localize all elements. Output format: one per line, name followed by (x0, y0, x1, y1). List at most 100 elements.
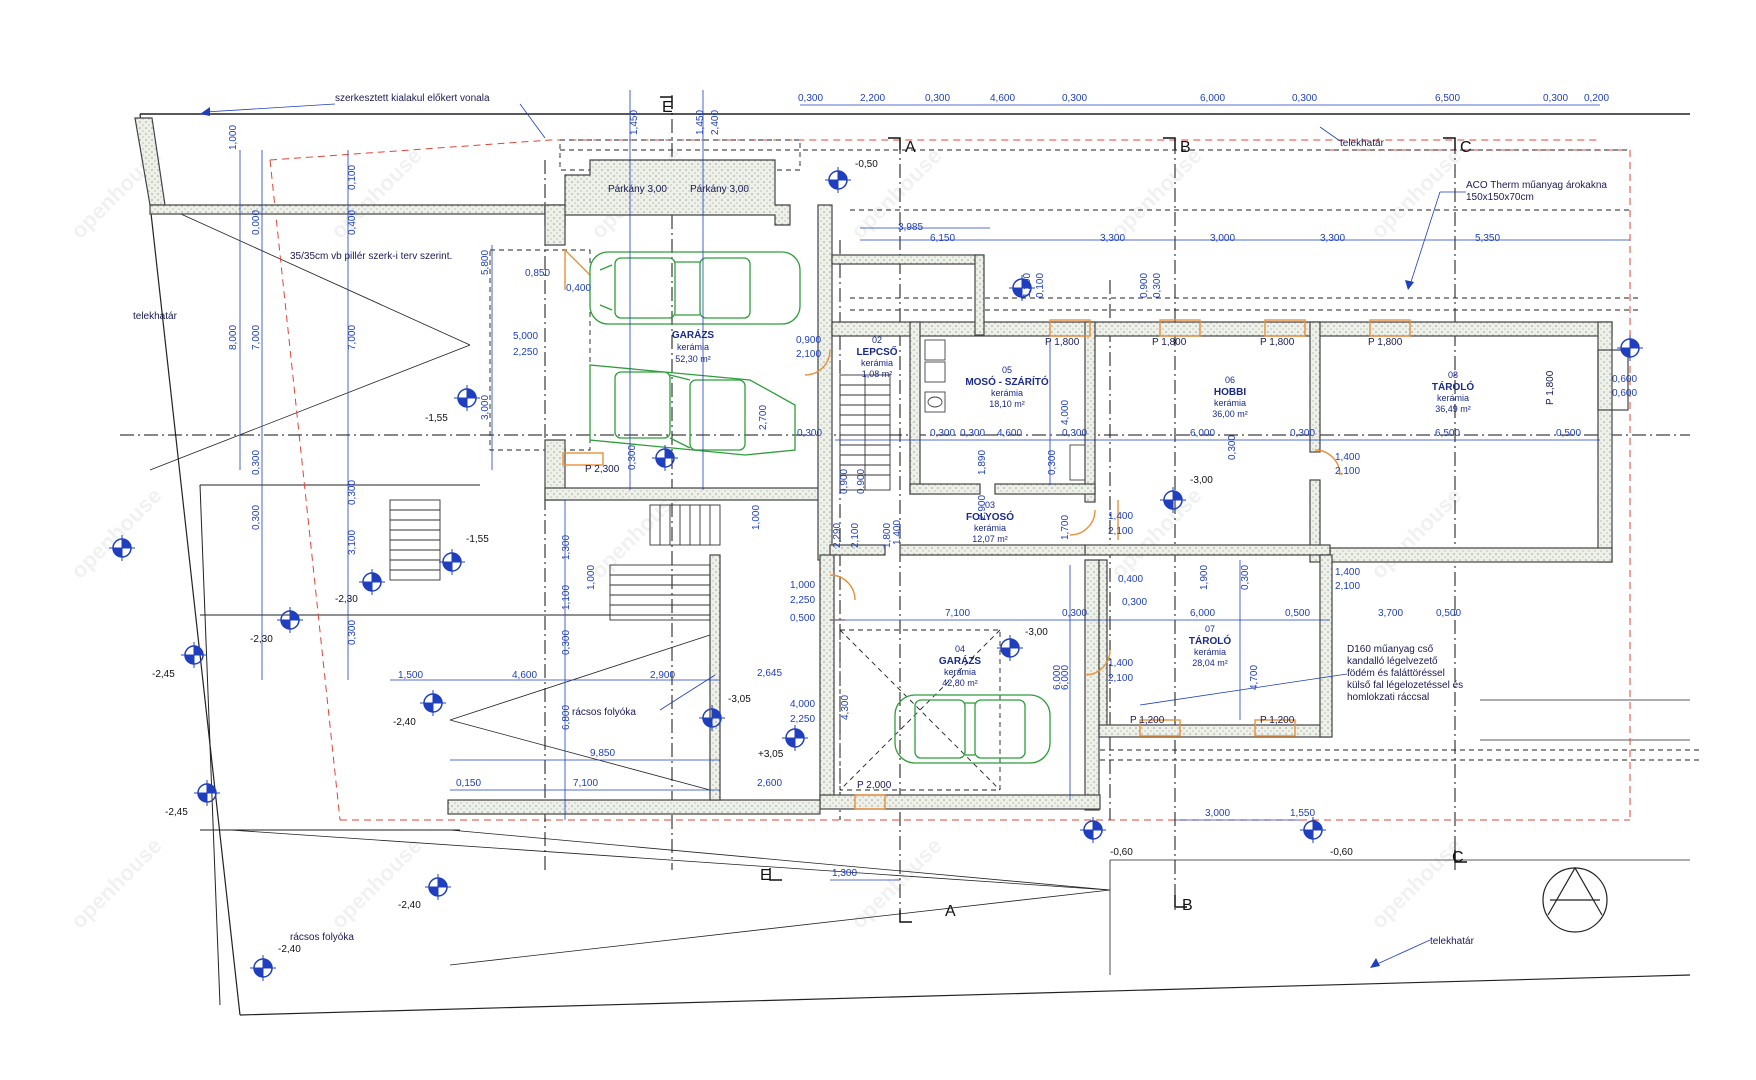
room-floor: kerámia (1214, 398, 1246, 408)
dimension-value: 5,350 (1475, 233, 1500, 244)
wall-07-left (1098, 559, 1108, 731)
boundary-label-bottom: telekhatár (1430, 936, 1475, 947)
dimension-value: 6,800 (561, 705, 572, 730)
dimension-value: 4,600 (990, 93, 1015, 104)
dimension-value: 0,300 (1122, 597, 1147, 608)
level-marker-icon (1079, 816, 1107, 844)
dimension-value: 2,290 (832, 523, 843, 548)
level-value: -0,60 (1330, 847, 1353, 858)
notes: szerkesztett kialakul előkert vonala 35/… (133, 93, 1607, 968)
wall-corridor-top-a (909, 483, 981, 495)
dimension-value: 0,300 (251, 450, 262, 475)
dimension-value: 0,300 (925, 93, 950, 104)
room-number: 06 (1225, 375, 1235, 385)
site-lines (139, 113, 1691, 1016)
dims-misc: 0,850 0,400 5,000 2,250 3,000 0,900 2,10… (398, 110, 1637, 879)
axis-labels: A B C E A B C E (660, 96, 1472, 923)
watermark: openhouse (1366, 833, 1467, 934)
watermark: openhouse (66, 833, 167, 934)
dimension-value: 1,300 (561, 535, 572, 560)
dimension-value: 4,600 (997, 428, 1022, 439)
room-area: 28,04 m² (1192, 658, 1228, 668)
dims-top-row: 0,300 2,200 0,300 4,600 0,300 6,000 0,30… (798, 93, 1609, 104)
axis-label-c-bottom: C (1452, 849, 1464, 866)
dimension-value: 0,100 (1035, 273, 1046, 298)
room-area: 12,07 m² (972, 534, 1008, 544)
room-name: FOLYOSÓ (966, 510, 1014, 523)
openings (562, 249, 1411, 810)
dimension-value: 3,000 (1205, 808, 1230, 819)
dimension-value: 1,000 (790, 580, 815, 591)
dimension-value: 7,100 (945, 608, 970, 619)
level-marker-icon (453, 384, 481, 412)
main-wall-right (1597, 321, 1613, 563)
dimension-value: 0,300 (798, 93, 823, 104)
dimension-value: 0,000 (251, 210, 262, 235)
dimension-value: 0,300 (627, 445, 638, 470)
pillar-label: P 1,800 (1152, 337, 1187, 348)
dimension-value: 5,800 (480, 250, 491, 275)
dimension-value: 0,500 (1556, 428, 1581, 439)
axis-label-b-bottom: B (1182, 897, 1193, 914)
dimension-value: 3,985 (898, 222, 923, 233)
axis-label-e-bottom: E (760, 867, 771, 884)
pillar-label: P 1,800 (1368, 337, 1403, 348)
dimension-value: 6,000 (1060, 665, 1071, 690)
dimension-value: 1,000 (586, 565, 597, 590)
dimension-value: 1,450 (629, 110, 640, 135)
watermark: openhouse (326, 143, 427, 244)
dimension-value: 1,890 (977, 450, 988, 475)
stair-wall-side (974, 254, 985, 336)
dimension-value: 0,400 (347, 210, 358, 235)
level-value: -2,40 (278, 944, 301, 955)
main-wall-top (831, 321, 1613, 337)
dimension-value: 1,200 (1022, 273, 1033, 298)
level-marker-icon (419, 689, 447, 717)
room-area: 1,08 m² (862, 369, 893, 379)
dimension-value: 6,500 (1435, 93, 1460, 104)
pillar-labels: P 2,300 P 1,800 P 1,800 P 1,800 P 1,800 … (585, 337, 1556, 791)
boundary-label-top: telekhatár (1340, 138, 1385, 149)
north-arrow-icon (1542, 866, 1608, 933)
site-wall-bottom (447, 799, 821, 815)
axis-label-b: B (1180, 139, 1191, 156)
level-markers (108, 166, 1644, 982)
level-marker-icon (249, 954, 277, 982)
dimension-value: 0,300 (1152, 273, 1163, 298)
room-area: 36,00 m² (1212, 409, 1248, 419)
level-marker-icon (651, 444, 679, 472)
dimension-value: 5,000 (513, 331, 538, 342)
dimension-lines (239, 90, 1630, 881)
parkany-label: Párkány 3,00 (608, 184, 667, 195)
dimension-value: 6,500 (1435, 428, 1460, 439)
dimension-value: 4,600 (512, 670, 537, 681)
dimension-value: 1,500 (398, 670, 423, 681)
dimension-value: 0,200 (1584, 93, 1609, 104)
dimension-value: 9,850 (590, 748, 615, 759)
level-marker-icon (180, 641, 208, 669)
level-value: -2,30 (335, 594, 358, 605)
level-value: -2,30 (250, 634, 273, 645)
wall-hobbi-left (1084, 321, 1096, 503)
stair-wall-top (831, 254, 983, 265)
dimension-value: 0,850 (525, 268, 550, 279)
room-area: 36,49 m² (1435, 404, 1471, 414)
dimension-value: 0,300 (960, 428, 985, 439)
dimension-value: 7,100 (573, 778, 598, 789)
dimension-value: 0,300 (1062, 93, 1087, 104)
garage2-wall-bottom (819, 794, 1101, 810)
wall-tárolo-left-low (1309, 479, 1321, 563)
dimension-value: 3,000 (480, 395, 491, 420)
dimension-value: 4,300 (840, 695, 851, 720)
dimension-value: 2,100 (1108, 673, 1133, 684)
dimension-value: 0,300 (797, 428, 822, 439)
watermark: openhouse (1366, 483, 1467, 584)
dimension-value: 6,000 (1190, 608, 1215, 619)
dimension-value: 2,700 (758, 405, 769, 430)
room-name: TÁROLÓ (1432, 380, 1474, 393)
dimension-value: 2,250 (513, 347, 538, 358)
dimension-value: 0,300 (251, 505, 262, 530)
dimension-value: 1,400 (1108, 511, 1133, 522)
dimension-value: 1,000 (751, 505, 762, 530)
garage2-wall-right (1084, 559, 1100, 811)
